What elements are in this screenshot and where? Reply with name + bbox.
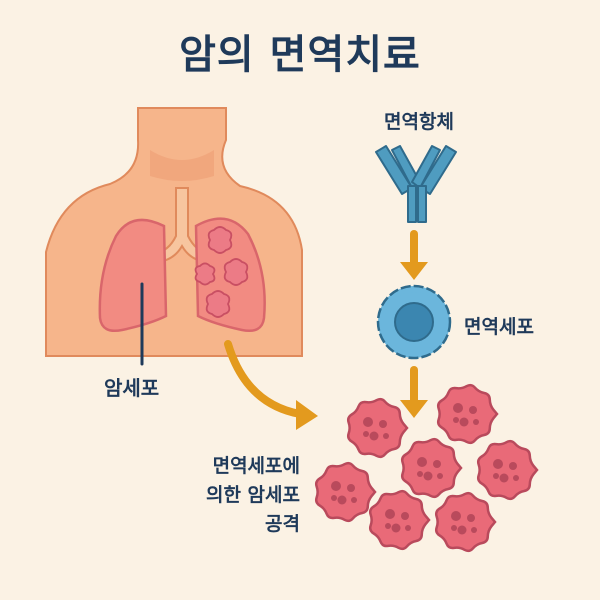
tumor-1 xyxy=(207,226,233,254)
cancer-cell-cluster xyxy=(314,383,539,553)
cancer-cell-3 xyxy=(400,437,463,499)
tumor-2 xyxy=(223,258,249,286)
page-title: 암의 면역치료 xyxy=(179,32,421,78)
cancer-cell-2 xyxy=(436,383,499,445)
tumor-4 xyxy=(205,290,231,318)
arrow-2-head xyxy=(400,400,428,418)
attack-label-line1: 면역세포에 xyxy=(212,455,300,477)
lung-tumors xyxy=(194,226,249,318)
cancer-cell-label: 암세포 xyxy=(104,376,160,400)
immune-cell-icon xyxy=(376,284,452,360)
cancer-cell-1 xyxy=(346,397,409,459)
tumor-3 xyxy=(194,262,216,286)
left-lung xyxy=(98,218,168,332)
attack-label-line2: 의한 암세포 xyxy=(205,484,300,506)
antibody-label: 면역항체 xyxy=(384,111,454,133)
cancer-cell-5 xyxy=(314,461,377,523)
arrow-1-head xyxy=(400,262,428,280)
curved-arrow-head xyxy=(296,400,318,430)
cancer-cell-7 xyxy=(434,491,497,553)
neck-shade xyxy=(150,150,214,181)
curved-arrow-shaft xyxy=(224,340,304,418)
attack-label: 면역세포에 의한 암세포 공격 xyxy=(150,452,300,539)
cancer-cell-6 xyxy=(368,489,431,551)
cancer-cell-4 xyxy=(476,439,539,501)
antibody-icon xyxy=(375,145,457,223)
immune-cell-label: 면역세포 xyxy=(464,316,534,338)
attack-label-line3: 공격 xyxy=(265,513,300,535)
